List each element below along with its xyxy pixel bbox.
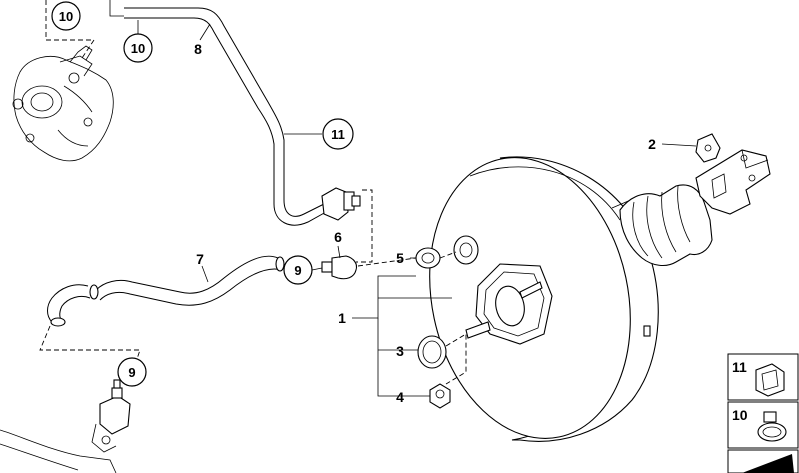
part-label-2: 2 xyxy=(648,136,656,152)
hose-holder-icon xyxy=(755,363,785,397)
hose-stub-top xyxy=(109,0,124,17)
wedge-part-icon xyxy=(742,454,794,473)
leader-ring xyxy=(445,333,467,385)
part-label-4: 4 xyxy=(396,389,404,405)
legend-label-10: 10 xyxy=(732,407,748,423)
gasket-ring-3 xyxy=(417,335,447,369)
vacuum-hose-7 xyxy=(47,255,285,327)
part-label-3: 3 xyxy=(396,343,404,359)
leader-hose7-dash xyxy=(39,325,141,381)
intake-fitting xyxy=(0,379,131,473)
part-label-7: 7 xyxy=(196,251,204,267)
vacuum-hose-8 xyxy=(124,7,361,226)
leader-grommet xyxy=(439,251,457,259)
vacuum-pump xyxy=(12,45,114,162)
part-label-1: 1 xyxy=(338,310,346,326)
legend-panel: 11 10 xyxy=(727,353,799,473)
leader-valve-grommet xyxy=(357,257,417,267)
part-label-10-a: 10 xyxy=(59,9,73,24)
nut-4 xyxy=(429,383,451,409)
part-label-11: 11 xyxy=(331,127,345,142)
part-label-9-b: 9 xyxy=(128,365,135,380)
part-label-6: 6 xyxy=(334,229,342,245)
callout-circle-10-b xyxy=(123,33,153,63)
legend-label-11: 11 xyxy=(732,359,747,375)
check-valve-6 xyxy=(321,255,358,280)
retaining-clip-2 xyxy=(695,133,721,163)
part-label-5: 5 xyxy=(396,250,404,266)
leader-pump-dash xyxy=(45,0,95,59)
grommet-5 xyxy=(415,247,441,269)
part-label-9-a: 9 xyxy=(294,263,301,278)
part-label-8: 8 xyxy=(194,41,202,57)
push-rod-boot xyxy=(619,149,771,267)
hose-clamp-icon xyxy=(757,411,787,442)
brake-booster xyxy=(429,156,659,442)
callout-circle-9-b xyxy=(117,357,147,387)
callout-circle-9-a xyxy=(283,255,313,285)
leader-hose-to-valve xyxy=(356,189,373,263)
callout-circle-10-a xyxy=(51,1,81,31)
callout-circle-11 xyxy=(322,118,354,150)
part-label-10-b: 10 xyxy=(131,41,145,56)
label-leaders xyxy=(137,20,697,397)
